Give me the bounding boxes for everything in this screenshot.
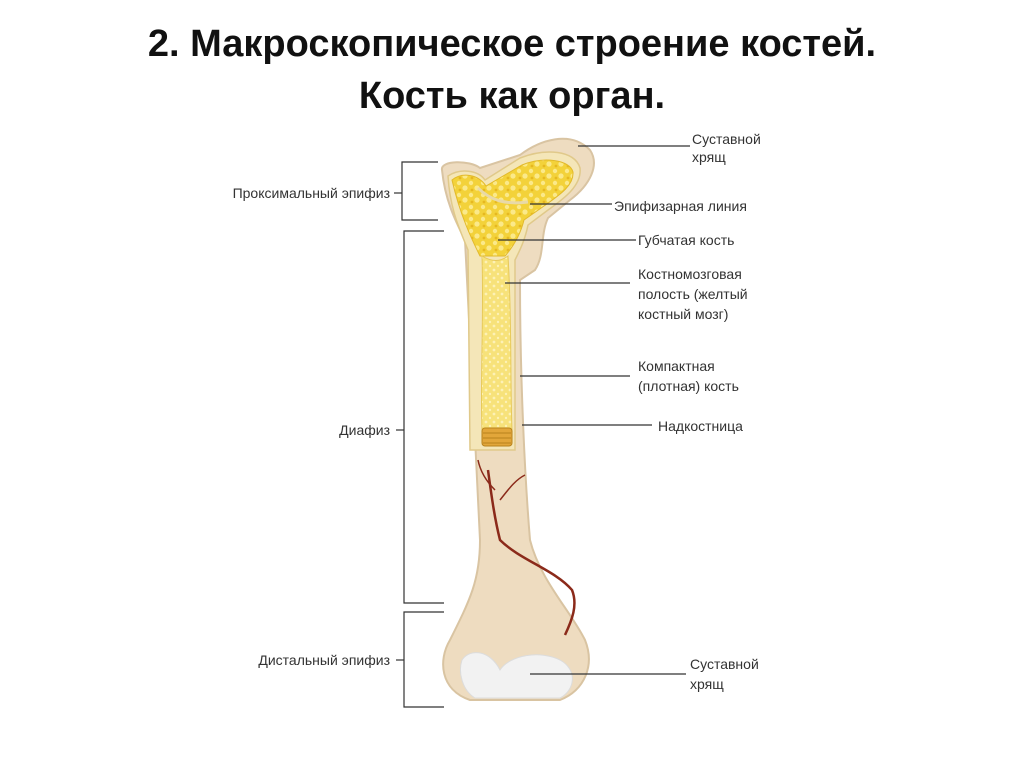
label-line: Суставной [692, 131, 761, 147]
bracket-distal [396, 611, 444, 708]
epiphyseal-line [476, 186, 529, 205]
bracket-diaphysis [396, 230, 444, 604]
label-distal-epiphysis: Дистальный эпифиз [258, 652, 390, 668]
label-epiphyseal-line: Эпифизарная линия [614, 198, 747, 214]
title-line-1: 2. Макроскопическое строение костей. [147, 23, 877, 65]
label-line: хрящ [692, 149, 726, 165]
label-line: костный мозг) [638, 306, 729, 322]
label-marrow-cavity: Костномозговая полость (желтый костный м… [638, 264, 748, 324]
marrow-cavity [480, 255, 513, 431]
label-compact-bone: Компактная (плотная) кость [638, 356, 739, 396]
label-articular-cartilage-top: Суставной хрящ [692, 130, 761, 166]
label-diaphysis: Диафиз [339, 422, 390, 438]
bracket-proximal [394, 161, 438, 221]
articular-cartilage-bottom [460, 652, 573, 699]
label-line: Костномозговая [638, 266, 742, 282]
label-line: полость (желтый [638, 286, 748, 302]
label-proximal-epiphysis: Проксимальный эпифиз [232, 185, 390, 201]
label-line: Компактная [638, 358, 715, 374]
label-spongy-bone: Губчатая кость [638, 232, 735, 248]
label-line: (плотная) кость [638, 378, 739, 394]
title-line-2: Кость как орган. [358, 75, 666, 117]
label-periosteum: Надкостница [658, 418, 743, 434]
label-line: хрящ [690, 676, 724, 692]
spongy-bone-area [451, 159, 574, 257]
blood-vessel [486, 469, 576, 636]
page-title: 2. Макроскопическое строение костей. Кос… [0, 18, 1024, 122]
label-line: Суставной [690, 656, 759, 672]
label-articular-cartilage-bottom: Суставной хрящ [690, 654, 759, 694]
